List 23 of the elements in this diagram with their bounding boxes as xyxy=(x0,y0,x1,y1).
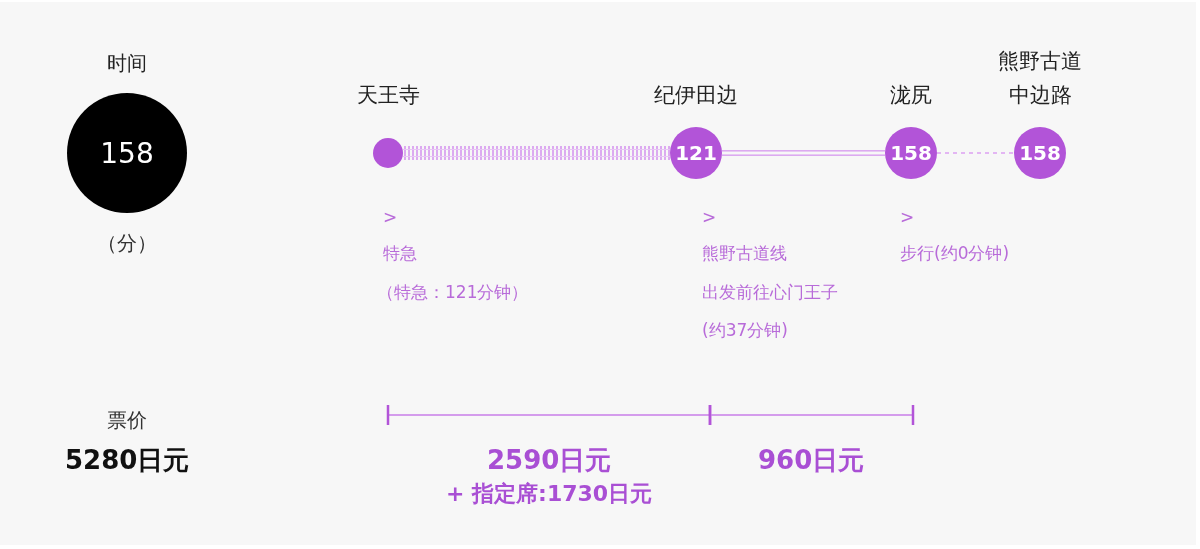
route-name: 熊野古道线 xyxy=(702,242,787,265)
station-name: 熊野古道中边路 xyxy=(997,48,1083,109)
dashed-connector xyxy=(936,152,1015,154)
reserved-seat-fare: + 指定席:1730日元 xyxy=(446,480,653,508)
total-fare: 5280日元 xyxy=(65,445,190,475)
chevron-mark: > xyxy=(702,206,717,229)
station-name: 纪伊田边 xyxy=(654,82,738,109)
double-line-connector xyxy=(722,150,885,156)
travel-time: （特急：121分钟） xyxy=(377,281,529,304)
fare-amount: 960日元 xyxy=(758,445,865,475)
station-name: 天王寺 xyxy=(356,82,420,109)
chevron-mark: > xyxy=(383,206,398,229)
travel-time: (约37分钟) xyxy=(702,319,788,342)
destination-note: 出发前往心门王子 xyxy=(702,281,838,304)
fare-heading: 票价 xyxy=(107,408,147,432)
chevron-mark: > xyxy=(900,206,915,229)
unit-label: （分） xyxy=(97,230,157,257)
time-heading: 时间 xyxy=(107,50,147,77)
fare-amount: 2590日元 xyxy=(487,445,612,475)
transport-mode: 特急 xyxy=(383,242,417,265)
hatched-connector xyxy=(403,146,670,160)
station-name: 泷尻 xyxy=(890,82,932,109)
walking-time: 步行(约0分钟) xyxy=(900,242,1010,265)
